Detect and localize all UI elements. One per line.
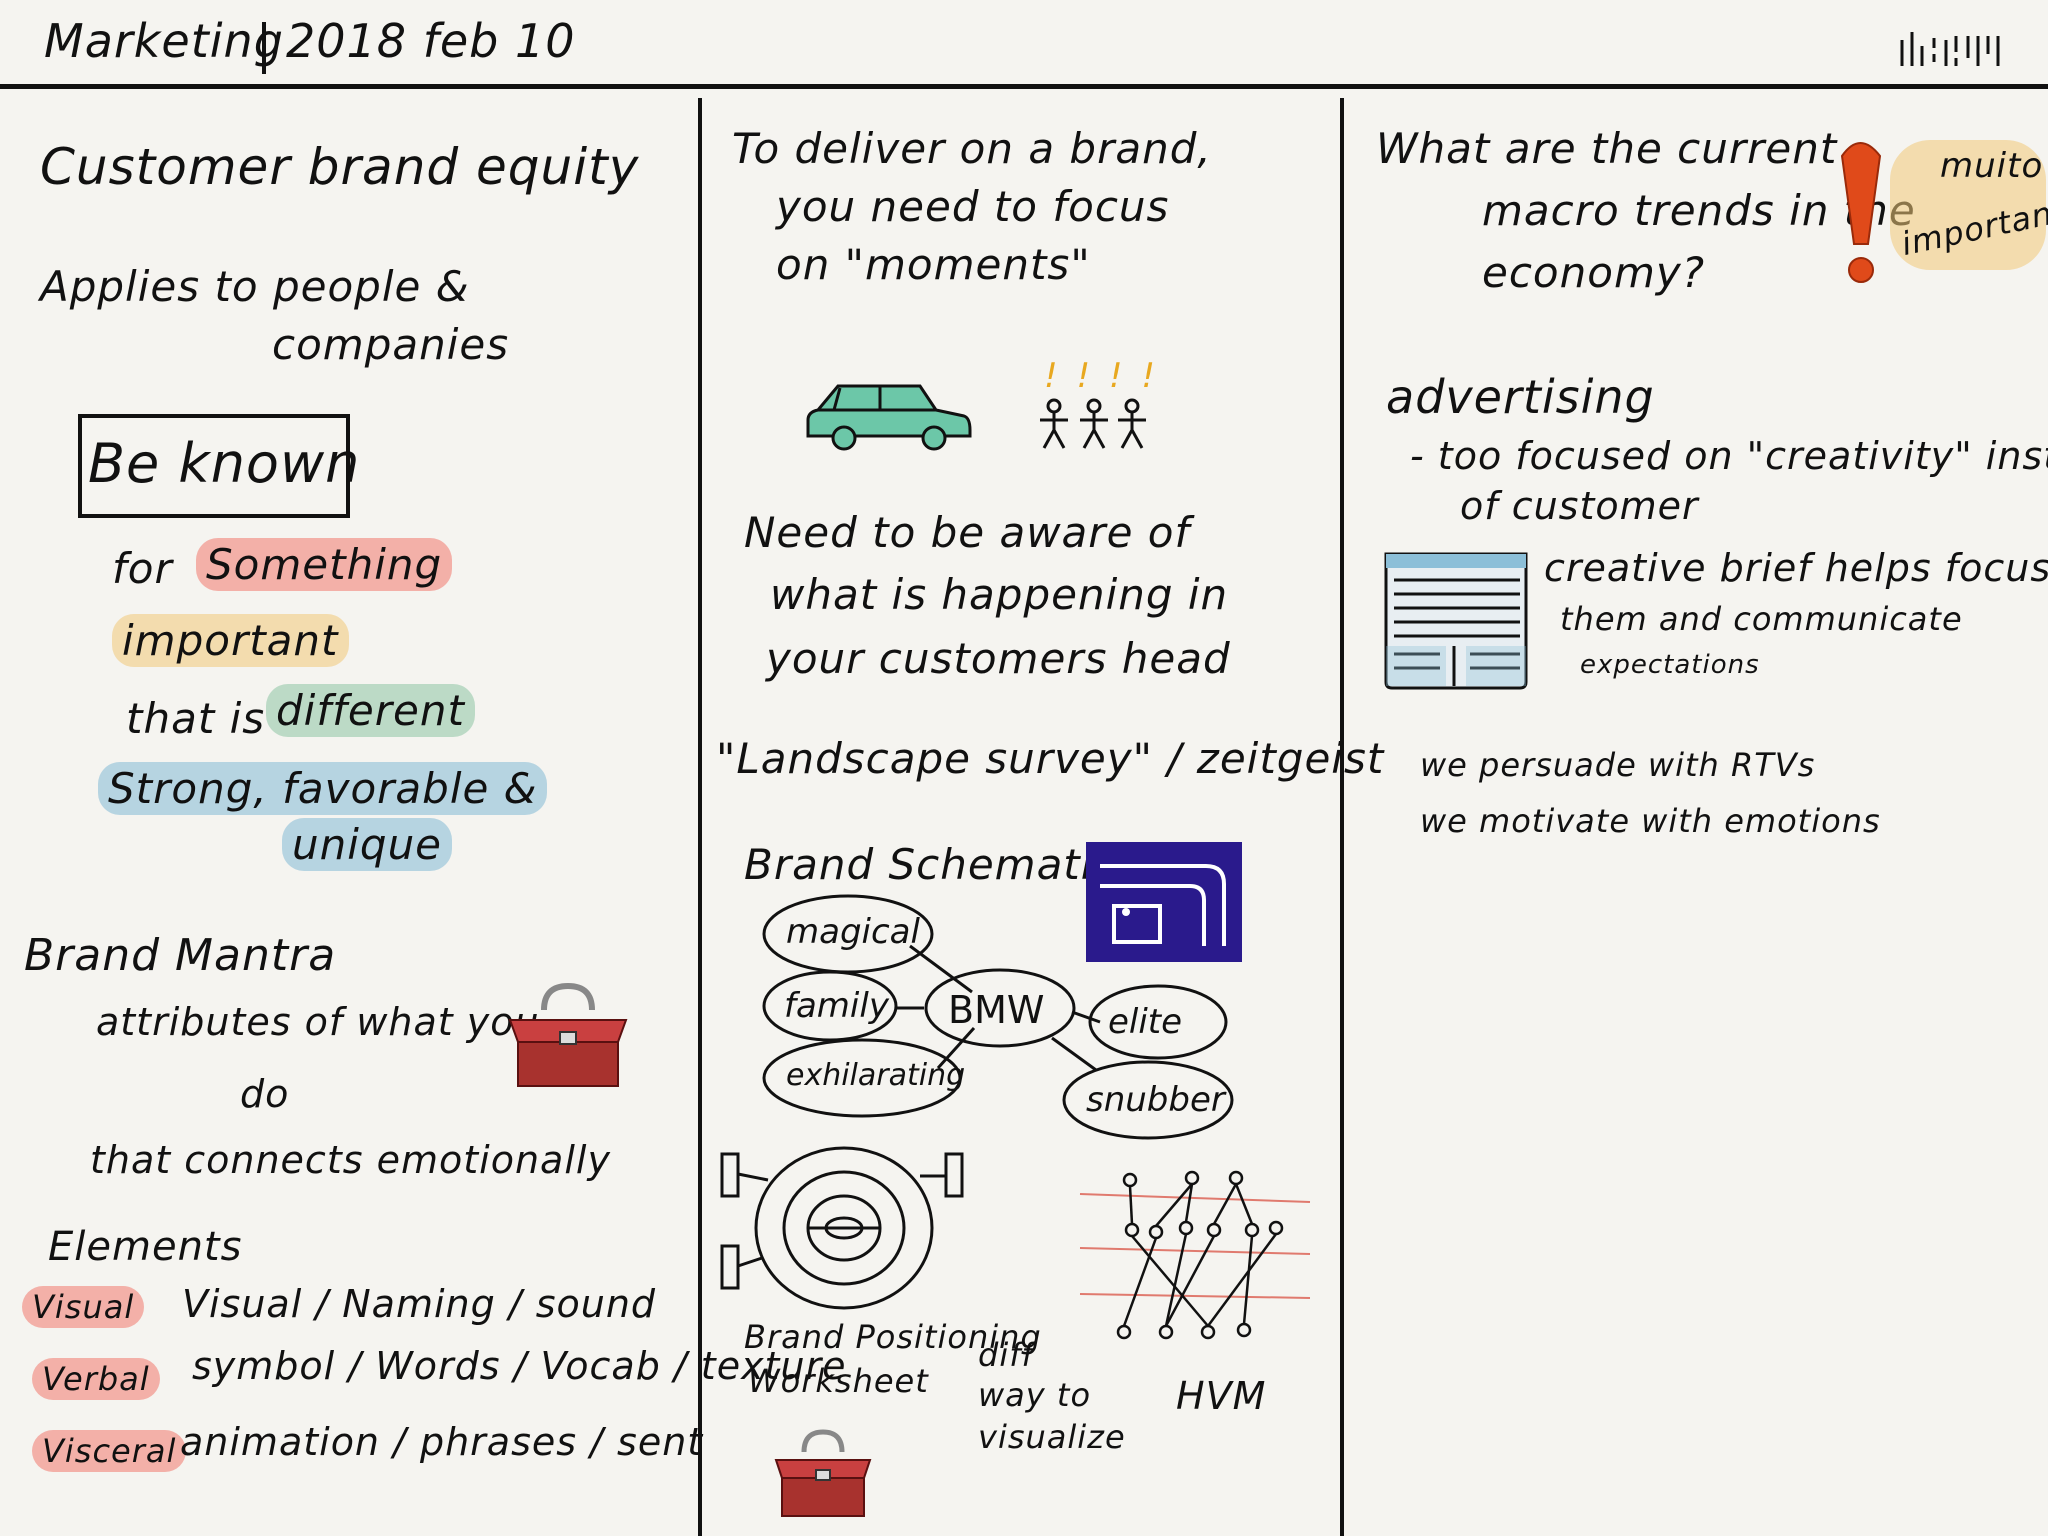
- people-icon: [1040, 398, 1146, 449]
- page-date: 2018 feb 10: [286, 14, 576, 68]
- elements-title: Elements: [48, 1224, 243, 1270]
- that-is-text: that is: [126, 694, 266, 743]
- creative-brief-line-3: expectations: [1580, 650, 1760, 680]
- verbal-tag: Verbal: [32, 1358, 160, 1400]
- for-text: for: [112, 544, 173, 593]
- different-highlight: different: [266, 684, 475, 737]
- customer-brand-equity: Customer brand equity: [40, 138, 640, 196]
- brand-mantra-title: Brand Mantra: [24, 930, 337, 981]
- connects-text: that connects emotionally: [90, 1138, 611, 1182]
- link-bmw-elite: [1071, 1010, 1101, 1024]
- family-label: family: [784, 986, 889, 1026]
- brand-schematic-title: Brand Schematic: [744, 840, 1118, 889]
- creative-brief-line-1: creative brief helps focus: [1544, 546, 2048, 590]
- applies-to-text: Applies to people &: [40, 262, 470, 311]
- header-rule: [0, 84, 2048, 89]
- column-divider-1: [698, 98, 702, 1536]
- people-exclaims: ! ! ! !: [1044, 356, 1159, 396]
- page-title: Marketing: [44, 14, 284, 68]
- companies-text: companies: [272, 320, 510, 369]
- be-known-box: [78, 414, 350, 518]
- aware-line-3: your customers head: [766, 634, 1231, 683]
- something-highlight: Something: [196, 538, 453, 591]
- strong-favorable-highlight: Strong, favorable &: [98, 762, 548, 815]
- diff-line-2: way to: [978, 1376, 1092, 1414]
- visceral-tag: Visceral: [32, 1430, 187, 1472]
- column-divider-2: [1340, 98, 1344, 1536]
- exclamation-icon: [1840, 142, 1882, 283]
- snubber-label: snubber: [1086, 1080, 1225, 1120]
- elite-label: elite: [1108, 1002, 1183, 1042]
- trends-line-3: economy?: [1482, 248, 1706, 297]
- advertising-title: advertising: [1386, 370, 1655, 424]
- of-customer-text: of customer: [1460, 484, 1699, 528]
- trends-line-2: macro trends in the: [1482, 186, 1916, 235]
- deliver-line-3: on "moments": [776, 240, 1091, 289]
- trends-line-1: What are the current: [1376, 124, 1838, 173]
- blueprint-icon: [1086, 842, 1242, 962]
- snubber-node: [1062, 1060, 1234, 1140]
- bmw-label: BMW: [948, 988, 1045, 1032]
- persuade-text: we persuade with RTVs: [1420, 746, 1816, 784]
- brand-schematic-diagram: [762, 894, 1234, 1140]
- creative-brief-line-2: them and communicate: [1560, 600, 1963, 638]
- motivate-text: we motivate with emotions: [1420, 802, 1881, 840]
- link-exhilarating-bmw: [936, 1026, 976, 1070]
- car-icon: [806, 384, 972, 451]
- too-focused-text: - too focused on "creativity" instead: [1410, 434, 2048, 478]
- brand-positioning-diagram: [720, 1146, 964, 1310]
- landscape-survey-text: "Landscape survey" / zeitgeist: [716, 734, 1385, 783]
- important-highlight: important: [112, 614, 349, 667]
- visual-row-text: Visual / Naming / sound: [182, 1282, 657, 1326]
- document-icon: [1384, 552, 1528, 690]
- link-bmw-snubber: [1051, 1036, 1097, 1072]
- unique-highlight: unique: [282, 818, 453, 871]
- do-text: do: [240, 1072, 290, 1116]
- exhilarating-node: [762, 1038, 962, 1118]
- diff-line-3: visualize: [978, 1418, 1126, 1456]
- title-divider: [262, 22, 266, 74]
- toolbox-icon: [508, 982, 628, 1087]
- diff-line-1: diff: [978, 1336, 1034, 1374]
- toolbox-icon-2: [774, 1429, 872, 1517]
- be-known-text: Be known: [88, 432, 361, 495]
- hvm-label: HVM: [1176, 1374, 1267, 1418]
- verbal-row-text: symbol / Words / Vocab / texture: [192, 1344, 847, 1388]
- aware-line-2: what is happening in: [770, 570, 1229, 619]
- family-node: [762, 970, 898, 1042]
- bmw-node: [924, 968, 1076, 1048]
- aware-line-1: Need to be aware of: [744, 508, 1191, 557]
- magical-label: magical: [786, 912, 920, 952]
- positioning-line-2: Worksheet: [748, 1362, 929, 1400]
- muito-importante-highlight: [1890, 140, 2046, 270]
- app-logo-icon: [1900, 32, 2000, 66]
- attributes-text: attributes of what you: [96, 1000, 540, 1044]
- muito-text: muito: [1940, 146, 2044, 186]
- deliver-line-2: you need to focus: [776, 182, 1170, 231]
- positioning-line-1: Brand Positioning: [744, 1318, 1042, 1356]
- visual-tag: Visual: [22, 1286, 145, 1328]
- elite-node: [1088, 984, 1228, 1060]
- visceral-row-text: animation / phrases / sent: [180, 1420, 704, 1464]
- deliver-line-1: To deliver on a brand,: [732, 124, 1212, 173]
- hvm-diagram: [1079, 1170, 1311, 1340]
- exhilarating-label: exhilarating: [786, 1058, 966, 1093]
